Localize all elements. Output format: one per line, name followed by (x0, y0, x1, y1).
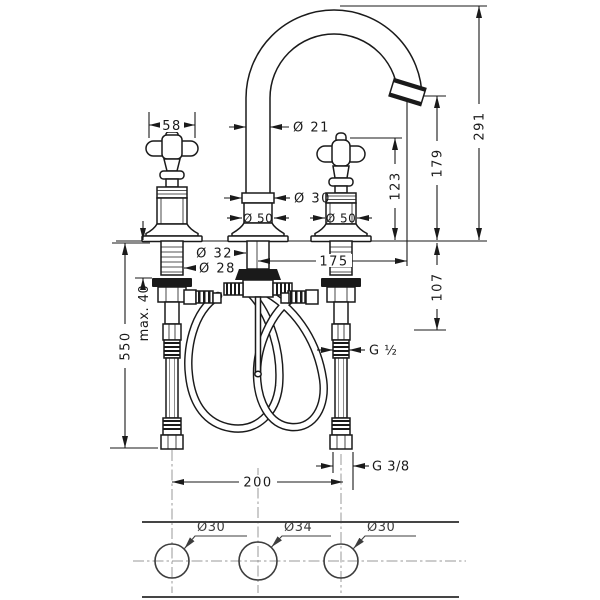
leader-hole-right (353, 535, 416, 549)
dim-label-overall-height: 291 (473, 111, 488, 140)
left-connector-nut (160, 434, 184, 450)
left-handle-collar (159, 170, 185, 180)
dim-spout-column-dia: Ø 30 (224, 192, 331, 207)
dim-label-connection-depth: 107 (431, 272, 446, 301)
dim-handle-width: 58 (149, 117, 195, 134)
dim-label-spout-pipe-dia: Ø 21 (293, 121, 330, 136)
right-escutcheon-bell (314, 223, 368, 237)
label-drill-hole-center: Ø34 (284, 520, 312, 535)
left-handle-stem (165, 178, 179, 188)
center-mounting-flange (235, 269, 281, 280)
drill-hole-center (238, 541, 278, 581)
right-connector-nut (329, 434, 353, 450)
dim-label-max-counter-thickness: max. 40 (137, 285, 152, 342)
right-handle-neck (332, 165, 350, 179)
label-drill-hole-left: Ø30 (197, 520, 225, 535)
dim-right-escutcheon-dia: Ø 50 (310, 212, 372, 226)
dim-supply-connection-thread: G 3/8 (316, 460, 410, 475)
spout (245, 9, 427, 207)
pop-up-rod (254, 296, 262, 373)
dim-label-center-escutcheon-dia: Ø 50 (243, 212, 274, 226)
dim-label-handle-height: 123 (389, 171, 404, 200)
label-drill-hole-right: Ø30 (367, 520, 395, 535)
left-coupling-end (212, 292, 222, 304)
dim-label-connection-spacing: 200 (243, 476, 272, 491)
left-side-outlet (183, 289, 197, 305)
left-handle-valve (141, 131, 222, 450)
left-seal-washer (152, 278, 192, 287)
right-handle-hub (331, 139, 351, 167)
right-coupling-end (280, 292, 290, 304)
spout-collar (241, 192, 275, 204)
dim-label-valve-shank-dia: Ø 28 (199, 262, 236, 277)
left-supply-hose (165, 357, 179, 419)
right-handle-collar (328, 177, 354, 187)
left-cartridge-top (156, 186, 188, 199)
dim-hose-connection-thread: G ½ (317, 344, 397, 359)
drill-hole-right (323, 543, 359, 579)
left-tailpiece (164, 301, 180, 325)
dim-spout-pipe-dia: Ø 21 (229, 121, 330, 136)
dim-max-counter-thickness: max. 40 (137, 221, 152, 341)
dim-center-shank-dia: Ø 32 (196, 247, 246, 262)
dim-label-spout-column-dia: Ø 30 (294, 192, 331, 207)
right-seal-washer (321, 278, 361, 287)
right-handle-valve (280, 132, 372, 450)
left-handle-neck (163, 158, 181, 172)
dim-label-outlet-height: 179 (431, 148, 446, 177)
dim-handle-height: 123 (388, 138, 404, 240)
dim-label-hose-connection-thread: G ½ (369, 344, 397, 359)
dim-supply-hose-length: 550 (118, 243, 134, 448)
center-shank (246, 240, 270, 270)
right-handle-stem (334, 185, 348, 194)
drilling-template: Ø30 Ø34 Ø30 (142, 520, 459, 598)
dim-valve-shank-dia: Ø 28 (184, 262, 236, 277)
pop-up-rod-tip (254, 370, 262, 378)
drill-hole-left (154, 543, 190, 579)
dim-outlet-height: 179 (430, 96, 446, 240)
dim-connection-spacing: 200 (172, 475, 343, 491)
dim-label-right-escutcheon-dia: Ø 50 (326, 212, 357, 226)
dim-connection-depth: 107 (430, 243, 446, 330)
left-valve-body (156, 197, 188, 225)
dim-center-escutcheon-dia: Ø 50 (227, 212, 289, 226)
left-threaded-shank (160, 240, 184, 276)
left-escutcheon-bell (145, 223, 199, 237)
left-mounting-nut (157, 286, 187, 303)
leader-hole-left (184, 535, 247, 549)
right-side-outlet (305, 289, 319, 305)
leader-hole-center (271, 535, 331, 548)
dim-label-supply-hose-length: 550 (119, 331, 134, 360)
left-handle-hub (161, 134, 183, 160)
right-mounting-nut (326, 286, 356, 303)
right-tailpiece (333, 301, 349, 325)
dim-label-spout-reach: 175 (319, 255, 348, 270)
dim-spout-reach: 175 (258, 254, 407, 270)
dim-overall-height: 291 (472, 6, 488, 240)
right-supply-hose (334, 357, 348, 419)
aerator (388, 77, 427, 107)
dim-label-center-shank-dia: Ø 32 (196, 247, 233, 262)
right-hose-nut (331, 323, 351, 341)
left-hose-nut (162, 323, 182, 341)
dim-label-supply-connection-thread: G 3/8 (372, 460, 410, 475)
dim-label-handle-width: 58 (162, 119, 182, 134)
center-tee-body (242, 279, 274, 298)
